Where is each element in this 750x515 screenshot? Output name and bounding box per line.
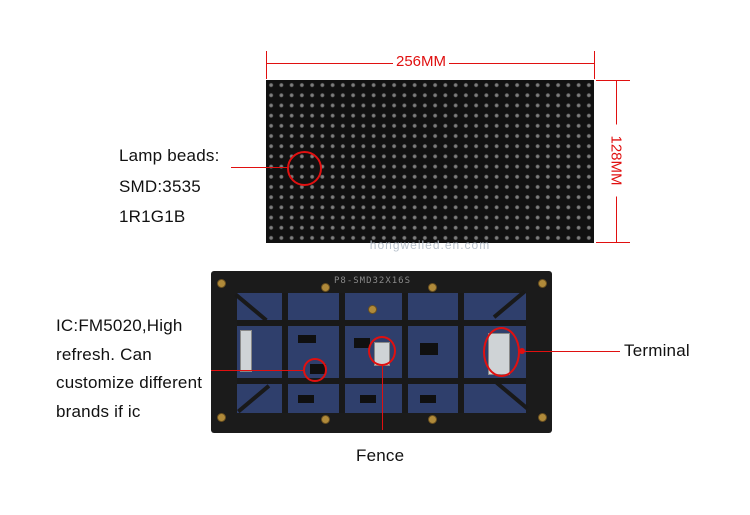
ic-label-line-3: customize different (56, 373, 203, 392)
screw (217, 279, 226, 288)
input-connector (240, 330, 252, 372)
frame-beam (339, 293, 345, 413)
ic-chip (360, 395, 376, 403)
terminal-leader-line (524, 351, 620, 352)
ic-chip (298, 395, 314, 403)
lamp-highlight-circle (287, 151, 322, 186)
frame-beam (402, 293, 408, 413)
screw (321, 283, 330, 292)
ic-highlight-circle (303, 358, 327, 382)
height-tick-top (596, 80, 630, 81)
fence-leader-line (382, 366, 383, 430)
lamp-leader-line (231, 167, 288, 168)
terminal-marker-dot (519, 348, 525, 354)
ic-leader-line (211, 370, 304, 371)
frame-beam (237, 378, 526, 384)
ic-label-line-4: brands if ic (56, 402, 141, 421)
height-label: 128MM (607, 124, 625, 197)
frame-beam (237, 320, 526, 326)
screw (428, 415, 437, 424)
ic-label-line-2: refresh. Can (56, 345, 152, 364)
lamp-label-line-1: Lamp beads: (119, 146, 220, 165)
width-label: 256MM (393, 53, 450, 70)
screw (368, 305, 377, 314)
screw (428, 283, 437, 292)
lamp-label-line-2: SMD:3535 (119, 177, 201, 196)
width-tick-left (266, 51, 267, 79)
width-tick-right (594, 51, 595, 79)
screw (217, 413, 226, 422)
part-number: P8-SMD32X16S (334, 276, 412, 286)
ic-chip (420, 395, 436, 403)
terminal-label: Terminal (624, 341, 690, 360)
fence-highlight-circle (368, 336, 396, 366)
led-module-front (266, 80, 594, 243)
screw (538, 413, 547, 422)
ic-chip (298, 335, 316, 343)
terminal-highlight-circle (483, 327, 520, 377)
frame-beam (458, 293, 464, 413)
frame-beam (282, 293, 288, 413)
screw (538, 279, 547, 288)
ic-chip (354, 338, 370, 348)
watermark-text: hongweiled.en.com (369, 238, 491, 252)
fence-label: Fence (356, 446, 405, 465)
lamp-label-line-3: 1R1G1B (119, 207, 186, 226)
ic-chip (420, 343, 438, 355)
screw (321, 415, 330, 424)
height-tick-bottom (596, 242, 630, 243)
ic-label-line-1: IC:FM5020,High (56, 316, 183, 335)
